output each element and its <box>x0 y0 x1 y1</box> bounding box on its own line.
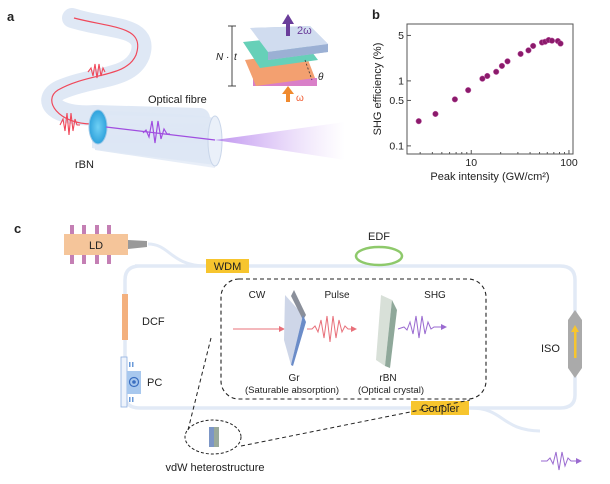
x-tick-label: 10 <box>465 157 477 169</box>
polarization-controller[interactable]: PC <box>120 356 162 408</box>
optical-fibre <box>41 8 223 168</box>
data-point <box>525 47 532 54</box>
data-point <box>517 50 524 57</box>
rbn-crystal <box>88 109 108 145</box>
zoom-line-right <box>240 399 471 447</box>
panel-b-label: b <box>372 7 380 22</box>
chart-axes: 10 100 0.1 0.5 1 5 <box>389 30 577 169</box>
y-tick-label: 5 <box>398 30 404 42</box>
data-point <box>484 72 491 80</box>
edf-label: EDF <box>368 231 390 243</box>
data-point <box>504 58 511 65</box>
inset-box <box>220 278 487 400</box>
ld-label: LD <box>89 240 103 252</box>
y-tick-label: 0.1 <box>389 140 404 152</box>
data-point <box>557 40 564 47</box>
data-point <box>548 37 556 44</box>
pulse-wave <box>307 315 357 343</box>
inset-content: CW Pulse SHG Gr (Saturable absorption) r… <box>233 290 447 396</box>
data-point <box>415 118 422 125</box>
chart-frame <box>406 23 574 155</box>
rbn-desc: (Optical crystal) <box>358 385 424 396</box>
pc-label: PC <box>147 377 162 389</box>
data-point <box>432 110 439 117</box>
rbn-inset-label: rBN <box>379 373 396 384</box>
x-axis-label: Peak intensity (GW/cm²) <box>430 171 549 183</box>
x-tick-label: 100 <box>560 157 578 169</box>
chart-series <box>415 36 564 125</box>
data-point <box>465 87 472 94</box>
rbn-layer-stack: θ N · t 2ω ω <box>216 14 328 104</box>
fundamental-pulse-1 <box>87 63 106 79</box>
vdw-heterostructure[interactable]: vdW heterostructure <box>165 419 265 474</box>
data-point <box>493 68 500 75</box>
gr-label: Gr <box>288 373 300 384</box>
dcf-label: DCF <box>142 316 165 328</box>
isolator[interactable]: ISO <box>541 310 582 378</box>
pulse-label: Pulse <box>324 290 349 301</box>
shg-label: SHG <box>424 290 446 301</box>
wdm-label: WDM <box>214 261 242 273</box>
graphene-plate <box>284 290 306 366</box>
vdw-label: vdW heterostructure <box>165 462 264 474</box>
panel-a-label: a <box>7 9 15 24</box>
data-point <box>498 62 505 69</box>
panel-c: c LD WDM EDF DCF <box>14 221 582 474</box>
shg-pulse <box>142 120 170 144</box>
shg-wave <box>397 315 447 339</box>
thickness-dot: · <box>226 52 229 63</box>
panel-a: a Optical fibre rBN <box>7 8 345 171</box>
output-freq-label: 2ω <box>297 25 312 37</box>
output-arrow-icon <box>282 14 294 36</box>
input-freq-label: ω <box>296 93 304 104</box>
rbn-label: rBN <box>75 159 94 171</box>
panel-c-label: c <box>14 221 21 236</box>
data-point <box>451 96 458 103</box>
dcf[interactable]: DCF <box>122 294 165 340</box>
y-tick-label: 0.5 <box>389 95 404 107</box>
data-point <box>530 42 537 49</box>
edf[interactable]: EDF <box>354 231 404 267</box>
thickness-t: t <box>234 52 238 63</box>
wdm[interactable]: WDM <box>206 259 249 273</box>
zoom-line-left <box>187 337 212 431</box>
fiber-ring <box>123 264 577 410</box>
cw-label: CW <box>249 290 266 301</box>
coupler-output-fiber <box>469 406 541 433</box>
y-axis-label: SHG efficiency (%) <box>372 43 384 136</box>
optical-fibre-label: Optical fibre <box>148 94 207 106</box>
rbn-plate <box>376 295 397 368</box>
gr-desc: (Saturable absorption) <box>245 385 339 396</box>
input-arrow-icon <box>282 86 294 102</box>
iso-label: ISO <box>541 343 560 355</box>
output-pulse <box>541 451 582 471</box>
data-point <box>479 75 486 82</box>
angle-label: θ <box>318 72 324 83</box>
fundamental-pulse-2 <box>59 112 80 136</box>
thickness-n: N <box>216 52 224 63</box>
y-tick-label: 1 <box>398 75 404 87</box>
coupler-label: Coupler <box>421 403 460 415</box>
output-beam <box>215 122 345 160</box>
coupler[interactable]: Coupler <box>411 401 469 415</box>
laser-diode[interactable]: LD <box>64 225 147 264</box>
ld-fiber-lead <box>147 242 206 268</box>
